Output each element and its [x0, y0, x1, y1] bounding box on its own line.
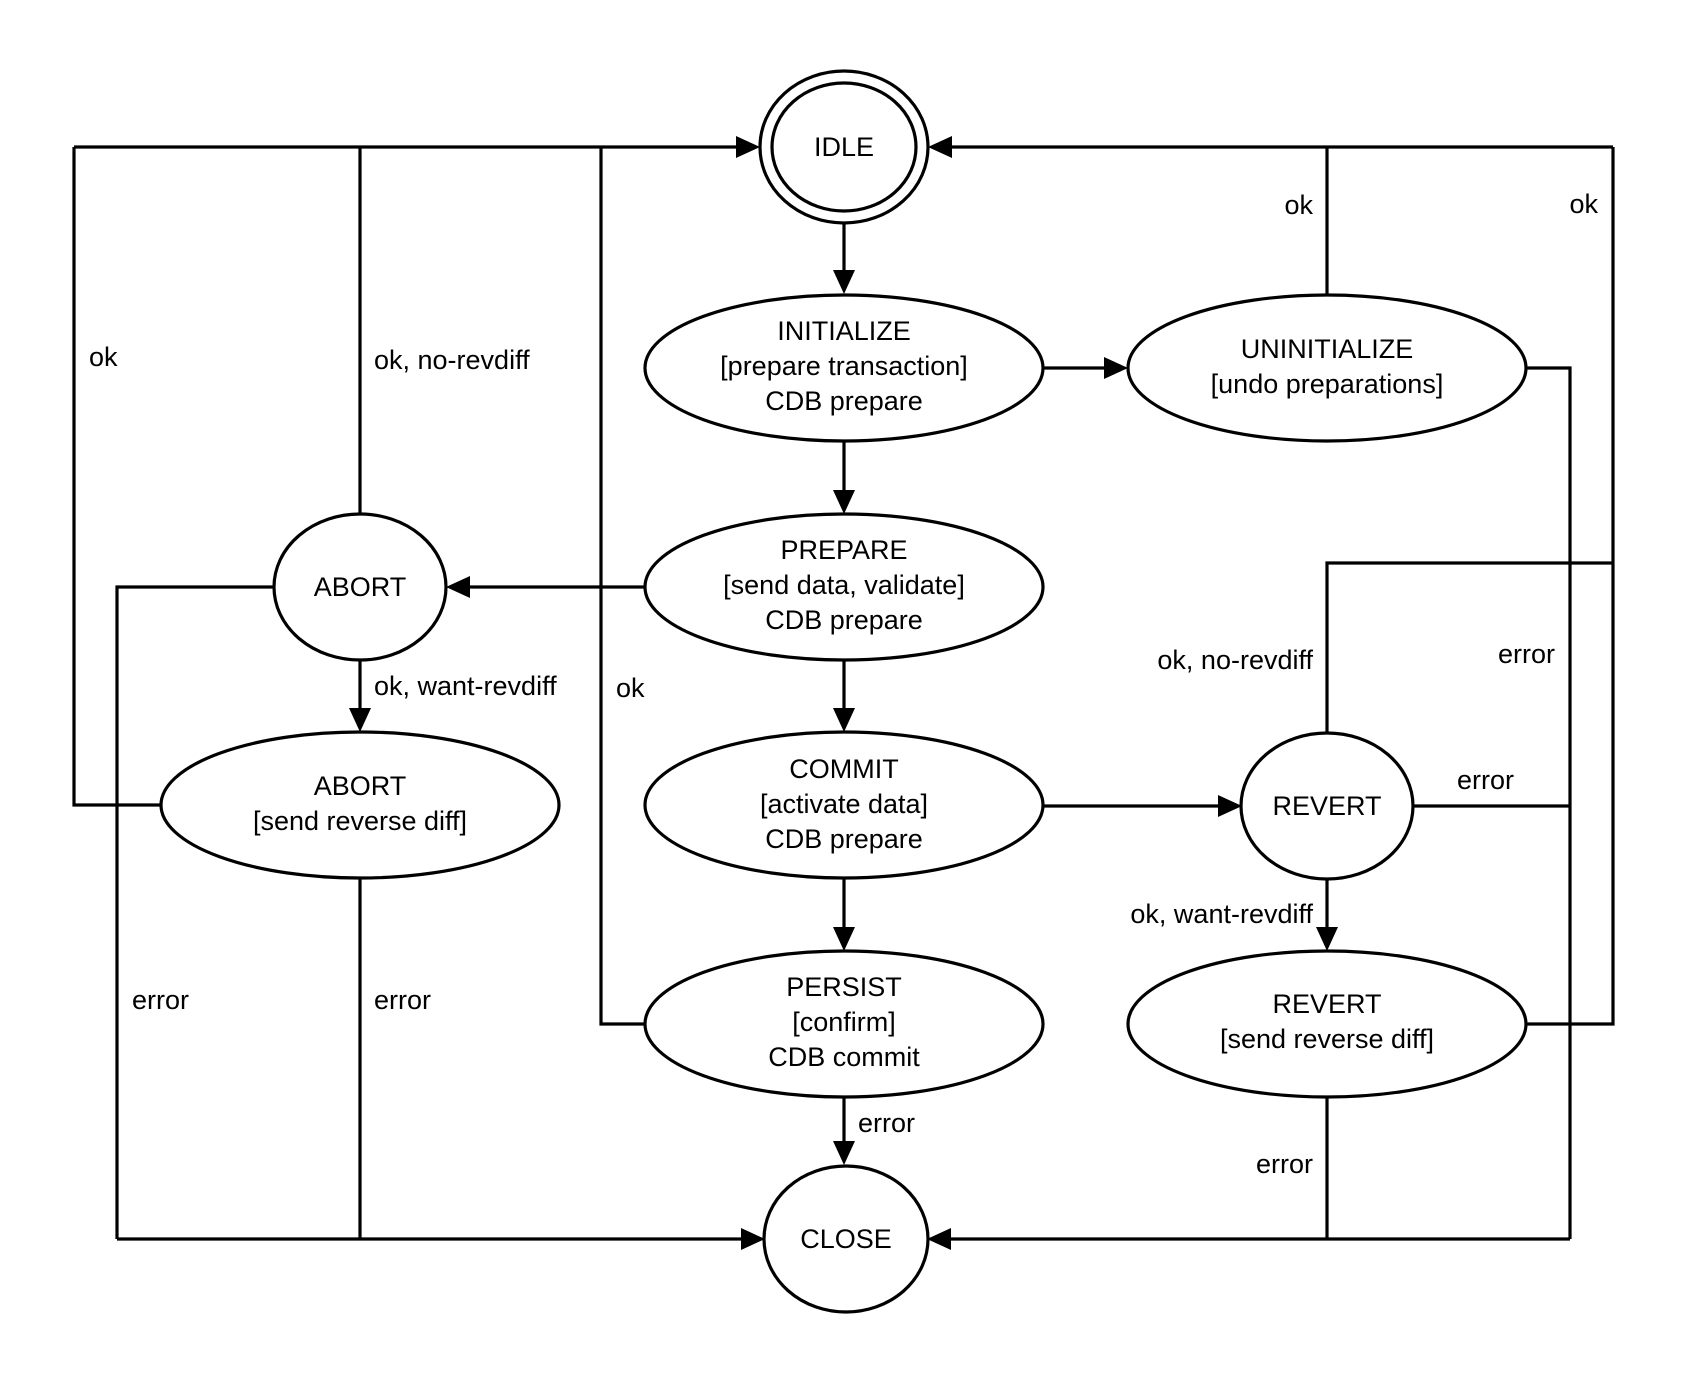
state-initialize[interactable]: INITIALIZE [prepare transaction] CDB pre…	[643, 293, 1045, 443]
revert-reverse-shape	[1126, 949, 1528, 1099]
state-label: INITIALIZE	[777, 316, 911, 346]
edge-label-abort-error: error	[132, 985, 189, 1015]
arrowhead-icon	[833, 708, 855, 732]
edge-revertreverse-idle	[1526, 147, 1615, 1026]
state-revert-reverse-diff[interactable]: REVERT [send reverse diff]	[1126, 949, 1528, 1099]
state-cdb-op: CDB commit	[768, 1042, 920, 1072]
edge-label-persist-error: error	[858, 1108, 915, 1138]
state-label: REVERT	[1272, 791, 1381, 821]
state-action: [activate data]	[760, 789, 928, 819]
state-commit[interactable]: COMMIT [activate data] CDB prepare	[643, 730, 1045, 880]
state-label: CLOSE	[800, 1224, 892, 1254]
edge-label-uninit-ok: ok	[1284, 190, 1313, 220]
state-cdb-op: CDB prepare	[765, 824, 923, 854]
abort-shape	[272, 512, 448, 662]
state-persist[interactable]: PERSIST [confirm] CDB commit	[643, 949, 1045, 1099]
close-shape	[762, 1164, 930, 1314]
arrowhead-icon	[833, 927, 855, 951]
edge-label-uninit-error: error	[1498, 639, 1555, 669]
edge-label-abortreverse-ok: ok	[89, 342, 118, 372]
state-action: [prepare transaction]	[720, 351, 968, 381]
state-action: [undo preparations]	[1211, 369, 1444, 399]
arrowhead-icon	[833, 270, 855, 294]
state-revert[interactable]: REVERT	[1239, 731, 1415, 881]
arrowhead-icon	[833, 490, 855, 514]
state-label: COMMIT	[789, 754, 898, 784]
edge-label-revertreverse-error: error	[1256, 1149, 1313, 1179]
state-abort-reverse-diff[interactable]: ABORT [send reverse diff]	[159, 730, 561, 880]
edge-label-abortreverse-error: error	[374, 985, 431, 1015]
state-label: IDLE	[814, 132, 874, 162]
state-action: [confirm]	[792, 1007, 896, 1037]
state-action: [send reverse diff]	[1220, 1024, 1434, 1054]
state-label: PREPARE	[780, 535, 907, 565]
state-label: REVERT	[1272, 989, 1381, 1019]
state-action: [send data, validate]	[723, 570, 965, 600]
edge-labels: ok ok, no-revdiff ok, want-revdiff ok er…	[89, 189, 1598, 1179]
edge-uninitialize-close	[1526, 366, 1572, 1239]
state-abort[interactable]: ABORT	[272, 512, 448, 662]
arrowhead-icon	[1316, 927, 1338, 951]
edge-label-revert-error: error	[1457, 765, 1514, 795]
edge-label-revert-ok-norevdiff: ok, no-revdiff	[1157, 645, 1313, 675]
arrowhead-icon	[1218, 795, 1242, 817]
arrowhead-icon	[833, 1141, 855, 1165]
edges	[72, 136, 1615, 1250]
arrowhead-icon	[741, 1228, 765, 1250]
idle-inner-ring	[770, 81, 918, 213]
arrowhead-icon	[349, 708, 371, 732]
state-label: PERSIST	[786, 972, 902, 1002]
arrowhead-icon	[446, 576, 470, 598]
edge-label-abort-ok-norevdiff: ok, no-revdiff	[374, 345, 530, 375]
commit-shape	[643, 730, 1045, 880]
edge-label-persist-ok: ok	[616, 673, 645, 703]
persist-shape	[643, 949, 1045, 1099]
state-label: ABORT	[314, 771, 407, 801]
arrowhead-icon	[927, 1228, 951, 1250]
nodes: IDLE INITIALIZE [prepare transaction] CD…	[159, 69, 1528, 1314]
edge-persist-idle	[599, 147, 645, 1026]
arrowhead-icon	[928, 136, 952, 158]
state-uninitialize[interactable]: UNINITIALIZE [undo preparations]	[1126, 293, 1528, 443]
state-cdb-op: CDB prepare	[765, 386, 923, 416]
edge-label-revertreverse-ok: ok	[1569, 189, 1598, 219]
edge-label-revert-ok-wantrevdiff: ok, want-revdiff	[1130, 899, 1313, 929]
state-action: [send reverse diff]	[253, 806, 467, 836]
state-idle[interactable]: IDLE	[758, 69, 930, 225]
state-prepare[interactable]: PREPARE [send data, validate] CDB prepar…	[643, 512, 1045, 662]
state-cdb-op: CDB prepare	[765, 605, 923, 635]
edge-label-abort-ok-wantrevdiff: ok, want-revdiff	[374, 671, 557, 701]
edge-abortreverse-idle	[72, 147, 161, 807]
arrowhead-icon	[1104, 357, 1128, 379]
edge-abort-close	[115, 585, 274, 1239]
abort-reverse-shape	[159, 730, 561, 880]
revert-shape	[1239, 731, 1415, 881]
initialize-shape	[643, 293, 1045, 443]
state-label: ABORT	[314, 572, 407, 602]
uninitialize-shape	[1126, 293, 1528, 443]
arrowhead-icon	[736, 136, 760, 158]
state-close[interactable]: CLOSE	[762, 1164, 930, 1314]
edge-revert-idle	[1325, 561, 1613, 732]
state-label: UNINITIALIZE	[1241, 334, 1414, 364]
prepare-shape	[643, 512, 1045, 662]
